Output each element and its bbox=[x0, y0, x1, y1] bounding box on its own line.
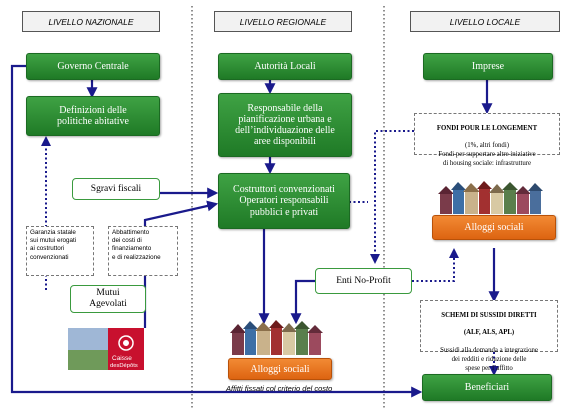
header-livello-locale: LIVELLO LOCALE bbox=[410, 11, 560, 32]
header-livello-regionale: LIVELLO REGIONALE bbox=[214, 11, 352, 32]
logo-line1: Caisse bbox=[112, 355, 132, 362]
note-garanzia-statale: Garanzia statale sui mutui erogati ai co… bbox=[26, 226, 94, 276]
note-fondi-longement: FONDI POUR LE LONGEMENT (1%, altri fondi… bbox=[414, 113, 560, 167]
box-imprese: Imprese bbox=[423, 53, 553, 80]
schemi-title: SCHEMI DI SUSSIDI DIRETTI bbox=[441, 311, 537, 319]
box-definizioni-politiche: Definizioni delle politiche abitative bbox=[26, 96, 160, 136]
dotted-enti-alloggi bbox=[412, 248, 459, 282]
schemi-sub: (ALF, ALS, APL) bbox=[463, 329, 515, 337]
fondi-body: (1%, altri fondi) Fondi per supportare a… bbox=[438, 142, 536, 168]
caisse-des-depots-logo: Caisse desDépôts bbox=[68, 328, 144, 370]
dotted-fondi-enti bbox=[370, 130, 414, 264]
schemi-body: Sussidi alla domanda a integrazione dei … bbox=[440, 347, 538, 372]
box-governo-centrale: Governo Centrale bbox=[26, 53, 160, 80]
caption-affitti: Affitti fissati col criterio del costo bbox=[226, 384, 333, 393]
houses-illustration-center bbox=[230, 320, 323, 355]
box-autorita-locali: Autorità Locali bbox=[218, 53, 352, 80]
box-mutui-agevolati: Mutui Agevolati bbox=[70, 285, 146, 313]
box-responsabile-pianificazione: Responsabile della pianificazione urbana… bbox=[218, 93, 352, 157]
box-alloggi-sociali-center: Alloggi sociali bbox=[228, 358, 332, 380]
arrow-enti-alloggi bbox=[290, 279, 315, 325]
fondi-title: FONDI POUR LE LONGEMENT bbox=[436, 124, 538, 132]
note-schemi-sussidi: SCHEMI DI SUSSIDI DIRETTI (ALF, ALS, APL… bbox=[420, 300, 558, 372]
box-beneficiari: Beneficiari bbox=[422, 374, 552, 401]
box-sgravi-fiscali: Sgravi fiscali bbox=[72, 178, 160, 200]
box-enti-no-profit: Enti No-Profit bbox=[315, 268, 412, 294]
box-alloggi-sociali-right: Alloggi sociali bbox=[432, 215, 556, 240]
houses-illustration-right bbox=[438, 181, 543, 214]
arrow-governo-beneficiari bbox=[10, 64, 423, 398]
box-costruttori-convenzionati: Costruttori convenzionati Operatori resp… bbox=[218, 173, 350, 229]
note-abbattimento-costi: Abbattimento dei costi di finanziamento … bbox=[108, 226, 178, 276]
header-livello-nazionale: LIVELLO NAZIONALE bbox=[22, 11, 160, 32]
logo-line2: desDépôts bbox=[110, 363, 138, 369]
